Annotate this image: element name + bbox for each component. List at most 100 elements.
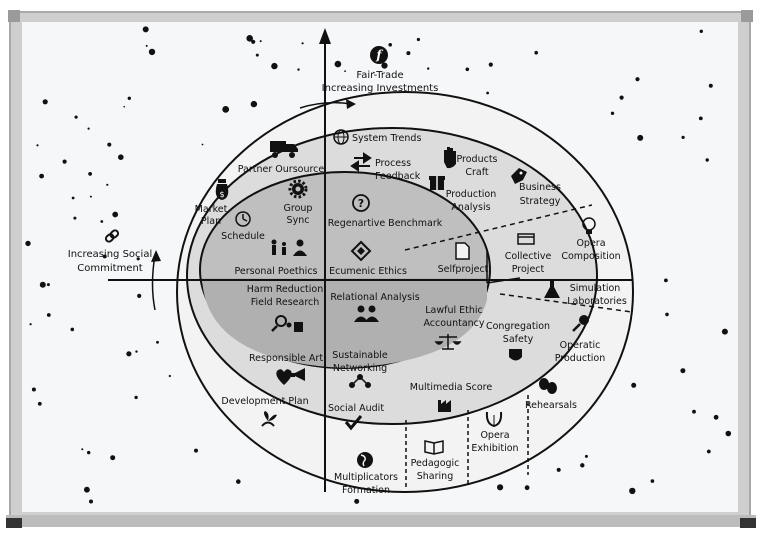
axis-left-label-2: Commitment <box>77 263 143 274</box>
label-lawful-ethic-2: Accountancy <box>423 318 484 329</box>
tray-cap-right <box>740 518 756 528</box>
ink-dot <box>88 172 92 176</box>
label-harm-reduction-2: Field Research <box>251 297 320 308</box>
heart-megaphone-icon <box>276 368 305 385</box>
label-schedule: Schedule <box>221 231 265 242</box>
ink-dot <box>721 328 728 335</box>
people-icon <box>271 239 307 256</box>
ink-dot <box>706 449 711 454</box>
ink-dot <box>584 454 588 458</box>
label-process-feedback-1: Process <box>375 158 411 169</box>
ink-dot <box>534 50 538 55</box>
label-collective-project-1: Collective <box>505 251 552 262</box>
ink-dot <box>84 486 90 493</box>
svg-text:$: $ <box>219 190 224 199</box>
label-system-trends: System Trends <box>352 133 421 144</box>
label-products-craft-1: Products <box>456 154 497 165</box>
ink-dot <box>126 351 132 357</box>
ink-dot <box>725 430 732 437</box>
ink-dot <box>698 116 703 121</box>
ink-dot <box>89 499 93 504</box>
ink-dot <box>156 340 159 344</box>
label-congregation-safety-2: Safety <box>503 334 534 345</box>
ink-dot <box>629 487 636 495</box>
label-multiplicators-1: Multiplicators <box>334 472 398 483</box>
label-lawful-ethic-1: Lawful Ethic <box>425 305 483 316</box>
ink-dot <box>70 327 75 332</box>
globe-icon <box>333 129 349 145</box>
ink-dot <box>145 44 148 47</box>
book-icon <box>424 440 444 455</box>
ink-dot <box>142 26 149 33</box>
board-tray <box>6 515 756 527</box>
ink-dot <box>87 127 90 130</box>
ink-dot <box>31 387 36 392</box>
label-group-sync-2: Sync <box>287 215 310 226</box>
vertical-axis-arrow <box>319 28 331 44</box>
users-icon <box>354 305 379 322</box>
label-opera-exhibition-2: Exhibition <box>471 443 518 454</box>
ink-dot <box>650 479 655 483</box>
ink-dot <box>255 53 259 57</box>
ink-dot <box>62 159 67 164</box>
label-regenerative-benchmark: Regenartive Benchmark <box>328 218 443 229</box>
ink-dot <box>236 479 241 484</box>
ink-dot <box>148 48 156 56</box>
label-multiplicators-2: Formation <box>342 485 390 496</box>
clock-icon <box>235 211 251 227</box>
ink-dot <box>635 77 640 82</box>
label-selfproject: Selfproject <box>438 264 489 275</box>
label-pedagogic-sharing-2: Sharing <box>417 471 453 482</box>
ink-dot <box>29 323 32 326</box>
ink-dot <box>681 135 685 139</box>
shield-icon <box>509 349 522 361</box>
truck-icon <box>270 141 298 158</box>
diamond-icon <box>350 240 372 262</box>
label-simulation-labs-1: Simulation <box>570 283 621 294</box>
credit-card-icon <box>517 233 535 245</box>
ink-dot <box>699 29 703 33</box>
flask-icon <box>544 280 560 298</box>
label-ecumenic-ethics: Ecumenic Ethics <box>329 266 407 277</box>
ink-dot <box>713 414 719 420</box>
ink-dot <box>354 498 360 504</box>
ink-dot <box>406 51 411 56</box>
ink-dot <box>416 37 420 42</box>
ink-dot <box>708 83 713 88</box>
ink-dot <box>36 144 39 147</box>
plant-hand-icon <box>261 411 277 427</box>
label-sustainable-networking-1: Sustainable <box>332 350 388 361</box>
ink-dot <box>39 173 44 179</box>
label-relational-analysis: Relational Analysis <box>330 292 419 303</box>
label-opera-exhibition-1: Opera <box>480 430 509 441</box>
ink-dot <box>112 211 119 218</box>
label-multimedia-score: Multimedia Score <box>410 382 493 393</box>
ink-dot <box>680 368 686 374</box>
ink-dot <box>25 240 31 247</box>
globe-americas-icon <box>357 452 373 468</box>
top-curved-arrow-head <box>346 99 356 109</box>
ink-dot <box>259 40 262 43</box>
label-market-plan-1: Market <box>195 204 228 215</box>
ink-dot <box>271 62 278 70</box>
ink-dot <box>194 448 198 453</box>
label-responsible-art: Responsible Art <box>249 353 323 364</box>
money-bag-icon: $ <box>215 179 229 200</box>
gear-icon <box>288 179 308 199</box>
fair-trade-icon: f <box>370 46 388 64</box>
label-opera-composition-1: Opera <box>576 238 605 249</box>
network-icon <box>349 374 371 388</box>
label-business-strategy-2: Strategy <box>520 196 561 207</box>
ink-dot <box>107 142 112 147</box>
ink-dot <box>201 143 204 146</box>
ink-dot <box>486 91 489 95</box>
ink-dot <box>135 350 138 353</box>
ink-dot <box>118 154 124 160</box>
label-market-plan-2: Plan <box>201 216 221 227</box>
left-curved-arrow-head <box>151 250 161 262</box>
question-circle-icon: ? <box>352 194 370 212</box>
ink-dot <box>46 283 50 287</box>
label-business-strategy-1: Business <box>519 182 561 193</box>
label-production-analysis-1: Production <box>446 189 497 200</box>
